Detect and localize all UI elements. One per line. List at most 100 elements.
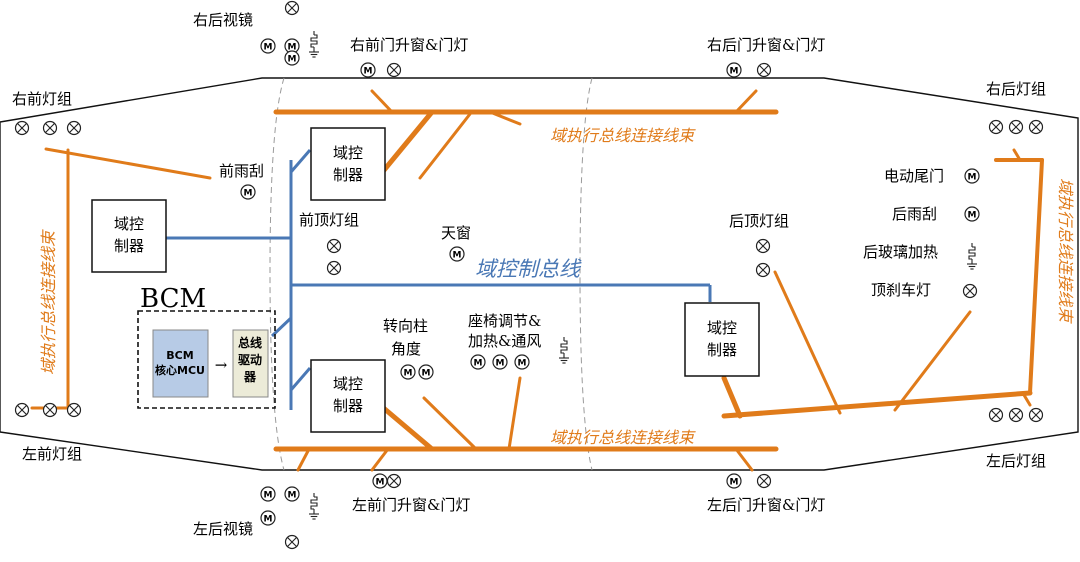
motor-icon: M	[260, 486, 276, 502]
svg-text:M: M	[288, 490, 297, 500]
actuator-bus-label-top: 域执行总线连接线束	[550, 126, 696, 145]
motor-icon: M	[260, 38, 276, 54]
lamp-icon	[756, 473, 772, 489]
label-left-mirror: 左后视镜	[193, 520, 253, 538]
vehicle-outline	[0, 77, 1079, 471]
motor-icon: M	[240, 184, 256, 200]
motor-icon: M	[492, 354, 508, 370]
lamp-icon	[756, 62, 772, 78]
svg-text:M: M	[264, 514, 273, 524]
motor-icon: M	[284, 486, 300, 502]
lamp-icon	[386, 62, 402, 78]
motor-icon: M	[726, 473, 742, 489]
driver-label-1: 总线	[238, 335, 262, 350]
heater-icon	[308, 492, 320, 520]
svg-text:M: M	[264, 490, 273, 500]
lamp-icon	[988, 407, 1004, 423]
controller-label-2: 制器	[114, 237, 144, 255]
bcm-mcu-block	[152, 329, 209, 398]
motor-icon: M	[470, 354, 486, 370]
heater-icon	[558, 336, 570, 364]
mcu-label-2: 核心MCU	[155, 363, 205, 377]
motor-icon: M	[260, 510, 276, 526]
svg-text:M: M	[518, 358, 527, 368]
lamp-icon	[1008, 119, 1024, 135]
lamp-icon	[42, 120, 58, 136]
motor-icon: M	[449, 246, 465, 262]
actuator-bus-label-bottom: 域执行总线连接线束	[550, 428, 696, 447]
pillar-dashed-right	[579, 77, 593, 471]
label-front-wiper: 前雨刮	[219, 162, 264, 180]
label-front-dome-lamp: 前顶灯组	[299, 211, 359, 229]
controller-label-1: 域控	[333, 375, 363, 393]
controller-label-2: 制器	[333, 397, 363, 415]
motor-icon: M	[360, 62, 376, 78]
svg-text:M: M	[288, 42, 297, 52]
motor-icon: M	[964, 168, 980, 184]
label-left-rear-lamp: 左后灯组	[986, 452, 1046, 470]
domain-controller-front-left: 域控 制器	[91, 199, 167, 273]
svg-text:M: M	[264, 42, 273, 52]
lamp-icon	[14, 402, 30, 418]
lamp-icon	[1028, 119, 1044, 135]
label-left-front-lamp: 左前灯组	[22, 445, 82, 463]
svg-text:M: M	[496, 358, 505, 368]
label-right-front-lamp: 右前灯组	[12, 90, 72, 108]
motor-icon: M	[400, 364, 416, 380]
lamp-icon	[755, 262, 771, 278]
bus-driver-block	[232, 329, 269, 398]
label-power-tailgate: 电动尾门	[884, 167, 944, 185]
label-seat-2: 加热&通风	[468, 332, 541, 350]
actuator-bus-label-left: 域执行总线连接线束	[39, 229, 58, 375]
motor-icon: M	[284, 38, 300, 54]
svg-text:M: M	[968, 210, 977, 220]
lamp-icon	[1008, 407, 1024, 423]
domain-controller-top: 域控 制器	[310, 127, 386, 201]
svg-text:M: M	[453, 250, 462, 260]
svg-text:M: M	[474, 358, 483, 368]
svg-text:M: M	[422, 368, 431, 378]
svg-text:M: M	[244, 188, 253, 198]
driver-label-3: 器	[243, 370, 257, 384]
label-rear-wiper: 后雨刮	[892, 205, 937, 223]
lamp-icon	[962, 283, 978, 299]
controller-label-1: 域控	[333, 144, 363, 162]
lamp-icon	[1028, 407, 1044, 423]
svg-text:M: M	[376, 477, 385, 487]
lamp-icon	[42, 402, 58, 418]
mcu-label-1: BCM	[166, 349, 193, 362]
control-bus-lines	[166, 149, 712, 410]
motor-icon: M	[726, 62, 742, 78]
label-seat-1: 座椅调节&	[468, 312, 541, 330]
label-steering-2: 角度	[391, 340, 421, 358]
lamp-icon	[66, 402, 82, 418]
motor-icon: M	[372, 473, 388, 489]
domain-controller-bottom: 域控 制器	[310, 359, 386, 433]
lamp-icon	[755, 238, 771, 254]
motor-icon: M	[514, 354, 530, 370]
motor-icon: M	[418, 364, 434, 380]
label-left-rear-window: 左后门升窗&门灯	[707, 496, 825, 514]
domain-controller-rear: 域控 制器	[684, 302, 760, 377]
heater-icon	[966, 242, 978, 270]
svg-text:M: M	[730, 66, 739, 76]
svg-text:M: M	[288, 54, 297, 64]
lamp-icon	[284, 534, 300, 550]
driver-label-2: 驱动	[238, 353, 262, 367]
label-rear-dome-lamp: 后顶灯组	[729, 212, 789, 230]
lamp-icon	[988, 119, 1004, 135]
label-right-rear-lamp: 右后灯组	[986, 80, 1046, 98]
svg-text:M: M	[364, 66, 373, 76]
bcm-module: BCM BCM 核心MCU → 总线 驱动 器	[137, 284, 276, 409]
control-bus-label: 域控制总线	[475, 257, 582, 281]
lamp-icon	[284, 0, 300, 16]
controller-label-1: 域控	[114, 215, 144, 233]
label-right-rear-window: 右后门升窗&门灯	[707, 36, 825, 54]
svg-text:M: M	[404, 368, 413, 378]
lamp-icon	[326, 260, 342, 276]
heater-icon	[308, 30, 320, 58]
label-sunroof: 天窗	[441, 224, 471, 242]
